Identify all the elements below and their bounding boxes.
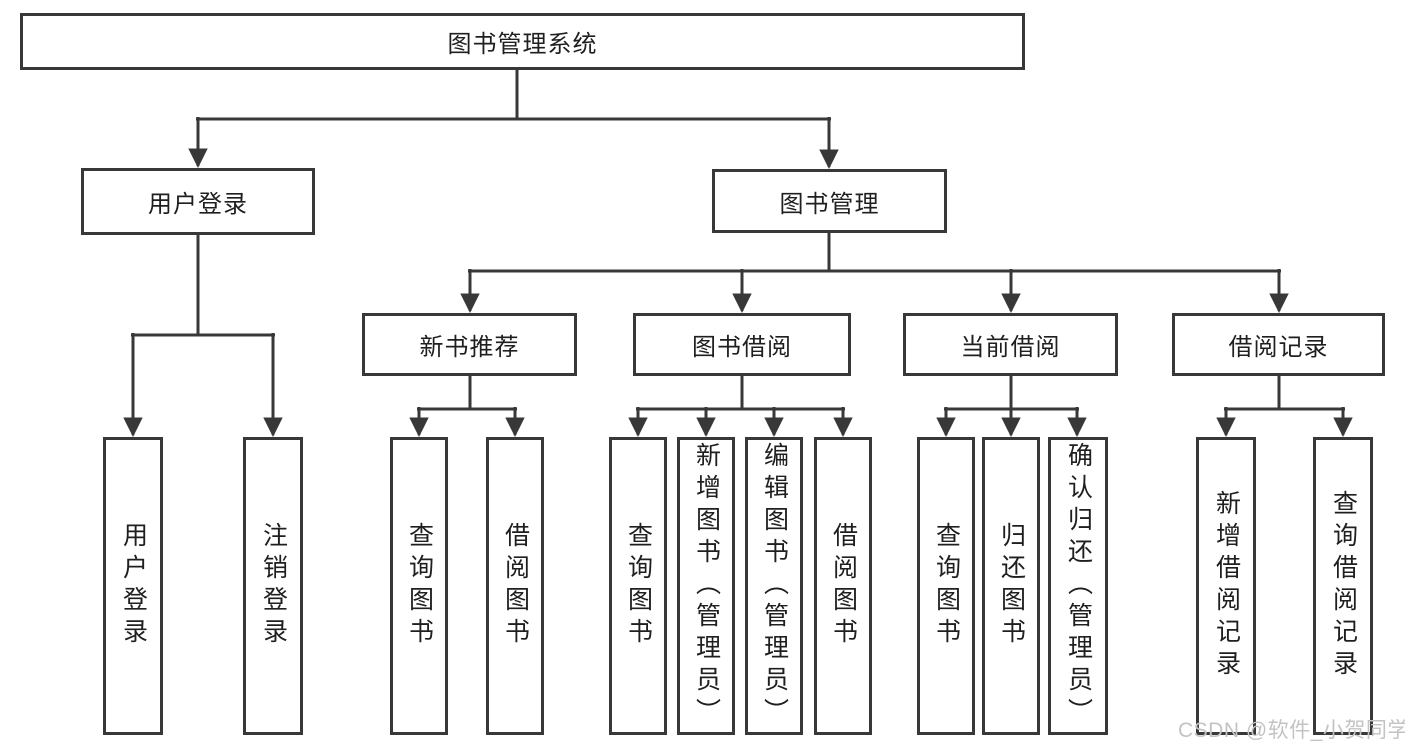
node-current-borrowing: 当前借阅 [903, 313, 1118, 376]
connector-current-borrowing [936, 376, 1087, 437]
node-label: 用户登录 [119, 522, 148, 650]
node-borrow-books-1: 借阅图书 [486, 437, 544, 735]
node-book-borrowing: 图书借阅 [633, 313, 851, 376]
node-label: 注销登录 [259, 522, 288, 650]
node-logout: 注销登录 [243, 437, 303, 735]
node-label: 新增图书（管理员） [692, 442, 721, 730]
node-label: 归还图书 [997, 522, 1026, 650]
node-label: 新增借阅记录 [1212, 490, 1241, 682]
connector-user-login [123, 235, 283, 437]
node-label: 图书管理 [779, 190, 880, 218]
node-user-login: 用户登录 [81, 168, 315, 235]
connector-book-management [460, 233, 1289, 313]
node-query-books-2: 查询图书 [609, 437, 667, 735]
node-label: 查询图书 [624, 522, 653, 650]
node-user-login-leaf: 用户登录 [103, 437, 163, 735]
node-label: 新书推荐 [419, 334, 520, 361]
node-return-books: 归还图书 [982, 437, 1040, 735]
connector-borrowing-records [1216, 376, 1353, 437]
node-label: 借阅记录 [1228, 334, 1329, 361]
node-label: 查询借阅记录 [1329, 490, 1358, 682]
node-add-borrow-record: 新增借阅记录 [1196, 437, 1256, 735]
node-label: 查询图书 [405, 522, 434, 650]
connector-root [188, 70, 839, 169]
node-query-books-3: 查询图书 [917, 437, 975, 735]
node-label: 图书借阅 [692, 334, 792, 361]
node-label: 借阅图书 [501, 522, 530, 650]
node-borrow-books-2: 借阅图书 [814, 437, 872, 735]
node-label: 确认归还（管理员） [1064, 442, 1093, 730]
node-query-books-1: 查询图书 [390, 437, 448, 735]
node-new-book-recommend: 新书推荐 [362, 313, 577, 376]
connector-book-borrowing [628, 376, 853, 437]
node-query-borrow-record: 查询借阅记录 [1313, 437, 1373, 735]
node-book-management: 图书管理 [712, 169, 947, 233]
connector-new-book-recommend [409, 376, 525, 437]
node-edit-books-admin: 编辑图书（管理员） [745, 437, 803, 735]
node-label: 图书管理系统 [447, 31, 598, 58]
node-label: 当前借阅 [960, 334, 1061, 361]
node-borrowing-records: 借阅记录 [1172, 313, 1385, 376]
node-label: 借阅图书 [829, 522, 858, 650]
node-label: 用户登录 [148, 191, 248, 218]
node-label: 编辑图书（管理员） [760, 442, 789, 730]
node-confirm-return-admin: 确认归还（管理员） [1048, 437, 1108, 735]
node-add-books-admin: 新增图书（管理员） [677, 437, 735, 735]
node-label: 查询图书 [932, 522, 961, 650]
csdn-watermark: CSDN @软件_小贺同学 [1178, 719, 1405, 742]
node-library-system: 图书管理系统 [20, 13, 1025, 70]
